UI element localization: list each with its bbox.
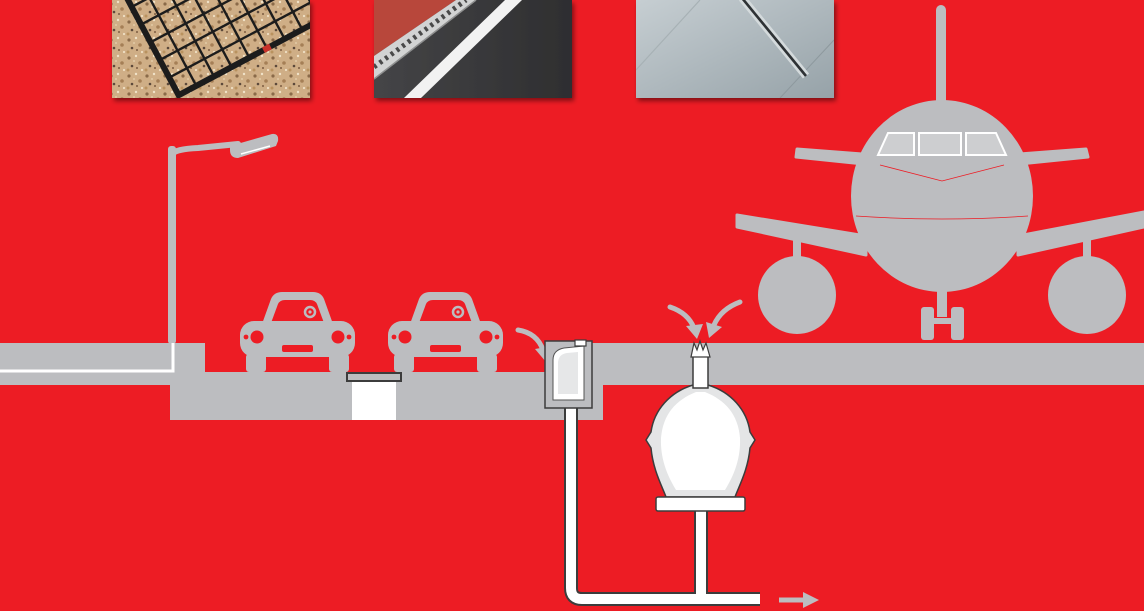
cockpit-windows xyxy=(878,133,1006,155)
channel-drain-icon xyxy=(545,340,592,408)
engine-left xyxy=(758,256,836,334)
car-icon xyxy=(240,292,355,372)
outflow-arrow-icon xyxy=(779,592,819,608)
street-lamp-icon xyxy=(168,134,278,344)
fuselage xyxy=(851,100,1033,292)
nose-landing-gear xyxy=(921,285,964,340)
car-icon xyxy=(388,292,503,372)
flow-arrow-icon xyxy=(670,307,703,339)
mesh-grating-photo xyxy=(85,0,360,98)
concrete-slot-drain-photo xyxy=(636,0,834,98)
road-trench-drain-icon xyxy=(347,373,401,420)
road-channel-drain-photo xyxy=(374,0,572,98)
engine-right xyxy=(1048,256,1126,334)
flow-arrow-icon xyxy=(706,302,740,338)
